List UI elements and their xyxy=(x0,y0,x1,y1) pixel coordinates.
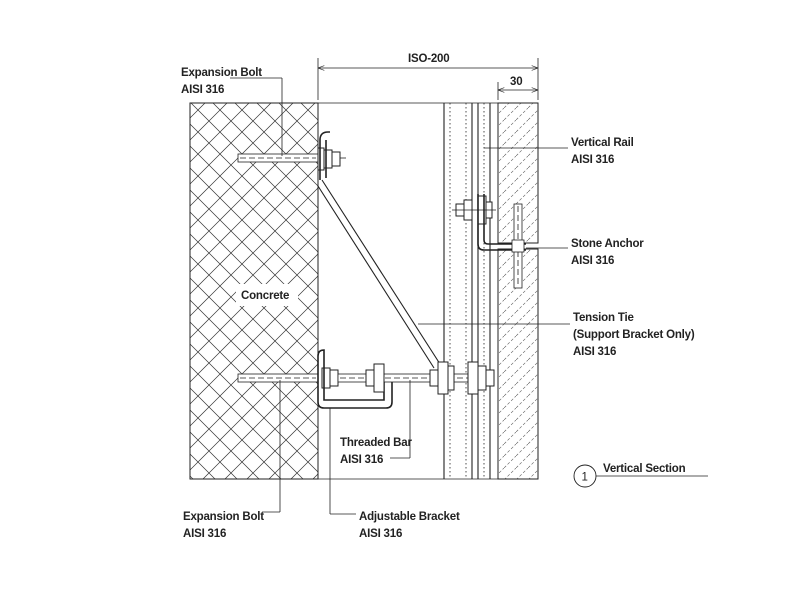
label-note: (Support Bracket Only) xyxy=(573,329,695,341)
label-material: AISI 316 xyxy=(359,528,402,540)
threaded-bar xyxy=(337,361,495,395)
label-tension-tie: Tension Tie (Support Bracket Only) AISI … xyxy=(418,312,695,358)
stone-cladding xyxy=(497,102,539,480)
label-text: Expansion Bolt xyxy=(183,511,264,523)
vertical-rail xyxy=(440,102,498,480)
label-threaded-bar: Threaded Bar AISI 316 xyxy=(340,380,413,466)
label-text: Stone Anchor xyxy=(571,238,644,250)
label-expansion-bolt-top: Expansion Bolt AISI 316 xyxy=(181,67,283,156)
top-bracket xyxy=(319,131,330,180)
label-material: AISI 316 xyxy=(340,454,383,466)
label-text: Tension Tie xyxy=(573,312,634,324)
label-vertical-rail: Vertical Rail AISI 316 xyxy=(484,137,634,166)
section-tag: 1 Vertical Section xyxy=(573,463,708,488)
tension-tie xyxy=(317,179,441,369)
label-material: AISI 316 xyxy=(571,154,614,166)
cavity-lines xyxy=(317,102,440,480)
rail-bolt xyxy=(452,195,496,225)
label-expansion-bolt-bottom: Expansion Bolt AISI 316 xyxy=(183,380,281,540)
label-material: AISI 316 xyxy=(573,346,616,358)
section-title: Vertical Section xyxy=(603,463,686,475)
label-text: Threaded Bar xyxy=(340,437,412,449)
label-concrete: Concrete xyxy=(241,290,289,302)
label-material: AISI 316 xyxy=(183,528,226,540)
label-stone-anchor: Stone Anchor AISI 316 xyxy=(526,238,644,267)
label-material: AISI 316 xyxy=(181,84,224,96)
adjustable-bracket xyxy=(317,349,393,409)
expansion-bolt-top xyxy=(237,147,346,171)
label-text: Adjustable Bracket xyxy=(359,511,460,523)
label-material: AISI 316 xyxy=(571,255,614,267)
dimension-iso-text: ISO-200 xyxy=(408,53,449,65)
dimension-cladding-text: 30 xyxy=(510,76,522,88)
section-number: 1 xyxy=(582,472,588,484)
stone-anchor xyxy=(477,194,526,289)
dimension-iso: ISO-200 xyxy=(317,53,539,100)
label-adjustable-bracket: Adjustable Bracket AISI 316 xyxy=(329,408,460,540)
label-text: Expansion Bolt xyxy=(181,67,262,79)
label-text: Vertical Rail xyxy=(571,137,634,149)
dimension-cladding: 30 xyxy=(497,76,538,100)
concrete-wall xyxy=(189,102,319,480)
